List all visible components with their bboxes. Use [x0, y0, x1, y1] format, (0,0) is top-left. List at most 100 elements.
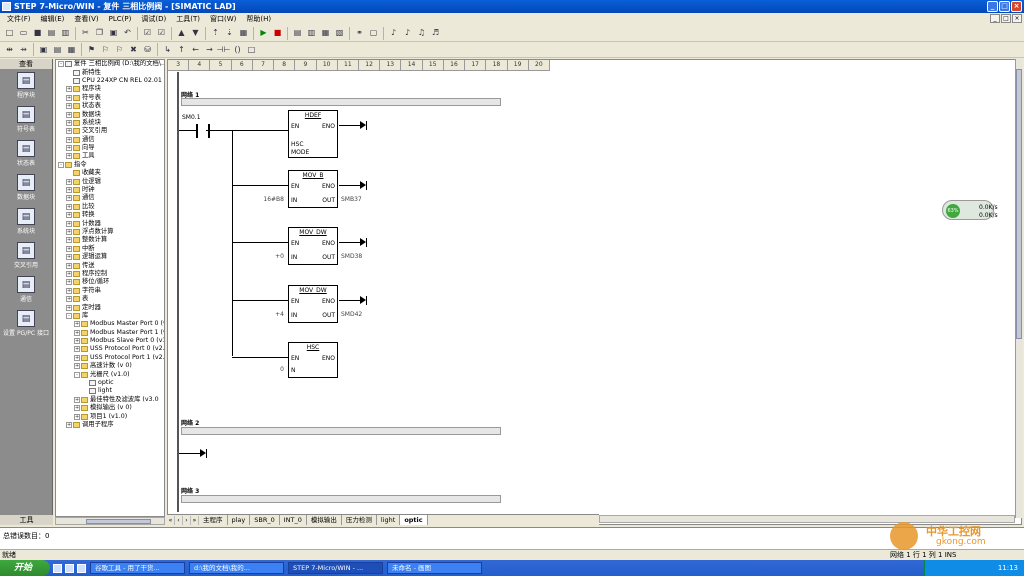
- tab-nav-icon[interactable]: »: [191, 515, 199, 525]
- tree-item[interactable]: +项目1 (v1.0): [56, 412, 164, 420]
- expand-icon[interactable]: +: [66, 254, 72, 261]
- tree-item[interactable]: +字符串: [56, 287, 164, 295]
- symbol-table-apply-icon[interactable]: ⛁: [144, 44, 151, 54]
- tree-item[interactable]: +最佳特性及滤波库 (v3.0: [56, 396, 164, 404]
- network-delete-icon[interactable]: ⇸: [20, 44, 27, 54]
- toggle-symbol-icon[interactable]: ▤: [53, 44, 62, 54]
- collapse-icon[interactable]: -: [58, 61, 64, 68]
- nav-item[interactable]: ▤系统块: [0, 206, 52, 239]
- line-up-icon[interactable]: ↑: [178, 44, 185, 54]
- expand-icon[interactable]: +: [66, 287, 72, 294]
- tab-nav-icon[interactable]: ›: [183, 515, 191, 525]
- network-2-title[interactable]: 网络 2: [181, 420, 200, 427]
- expand-icon[interactable]: +: [66, 86, 72, 93]
- input-operand[interactable]: +0: [275, 253, 284, 260]
- menu-item[interactable]: 查看(V): [74, 15, 99, 23]
- scrollbar-thumb[interactable]: [1016, 69, 1022, 339]
- tree-item[interactable]: +程序块: [56, 85, 164, 93]
- tree-item[interactable]: +逻辑运算: [56, 253, 164, 261]
- expand-icon[interactable]: +: [66, 195, 72, 202]
- network-speed-widget[interactable]: 63% 0.0K/s 0.0K/s: [942, 200, 998, 220]
- expand-icon[interactable]: +: [66, 94, 72, 101]
- editor-vertical-scrollbar[interactable]: [1015, 59, 1022, 518]
- menu-item[interactable]: 帮助(H): [246, 15, 272, 23]
- new-icon[interactable]: □: [5, 28, 14, 37]
- close-button[interactable]: ×: [1011, 1, 1022, 12]
- print-preview-icon[interactable]: ▥: [61, 28, 70, 37]
- tree-item[interactable]: +Modbus Master Port 0 (v1: [56, 320, 164, 328]
- taskbar-button[interactable]: d:\我的文档\我的...: [189, 562, 284, 574]
- start-button[interactable]: 开始: [0, 560, 50, 576]
- contact-icon[interactable]: ⊣⊢: [216, 44, 231, 54]
- pou-tab[interactable]: 模拟输出: [307, 515, 342, 525]
- options-icon[interactable]: ▦: [239, 28, 248, 37]
- taskbar-button[interactable]: 谷歌工具 - 用了干货...: [90, 562, 185, 574]
- editor-horizontal-scrollbar[interactable]: [599, 515, 1015, 523]
- tree-item[interactable]: +程序控制: [56, 270, 164, 278]
- undo-icon[interactable]: ↶: [124, 28, 131, 37]
- tree-item[interactable]: +转换: [56, 211, 164, 219]
- expand-icon[interactable]: +: [66, 145, 72, 152]
- bookmark-next-icon[interactable]: ⚐: [101, 44, 110, 54]
- clock[interactable]: 11:13: [997, 564, 1018, 572]
- expand-icon[interactable]: +: [66, 296, 72, 303]
- toggle-table-icon[interactable]: ▦: [67, 44, 76, 54]
- tree-item[interactable]: +工具: [56, 152, 164, 160]
- sm0-1-contact[interactable]: SM0.1: [182, 114, 218, 138]
- expand-icon[interactable]: +: [66, 270, 72, 277]
- expand-icon[interactable]: +: [74, 338, 80, 345]
- expand-icon[interactable]: +: [74, 413, 80, 420]
- minimize-button[interactable]: _: [987, 1, 998, 12]
- expand-icon[interactable]: +: [66, 421, 72, 428]
- sort-descending-icon[interactable]: ⇣: [226, 28, 233, 37]
- unforce-icon[interactable]: ♪: [404, 28, 411, 37]
- copy-icon[interactable]: ❐: [95, 28, 104, 37]
- output-operand[interactable]: SMB37: [341, 196, 362, 203]
- mdi-restore-button[interactable]: □: [1001, 14, 1011, 23]
- tree-item[interactable]: -库: [56, 312, 164, 320]
- bookmark-clear-icon[interactable]: ✖: [130, 44, 137, 54]
- scrollbar-thumb[interactable]: [86, 519, 151, 524]
- tree-item[interactable]: +计数器: [56, 219, 164, 227]
- nav-item[interactable]: ▤设置 PG/PC 接口: [0, 308, 52, 341]
- tree-item[interactable]: +向导: [56, 144, 164, 152]
- pou-tab[interactable]: 主程序: [199, 515, 228, 525]
- tree-item[interactable]: +通信: [56, 194, 164, 202]
- tree-item[interactable]: CPU 224XP CN REL 02.01: [56, 77, 164, 85]
- nav-item[interactable]: ▤状态表: [0, 138, 52, 171]
- compile-all-icon[interactable]: ☑: [157, 28, 166, 37]
- tree-item[interactable]: +交叉引用: [56, 127, 164, 135]
- network-2-comment[interactable]: [181, 427, 501, 435]
- expand-icon[interactable]: +: [66, 220, 72, 227]
- expand-icon[interactable]: +: [66, 178, 72, 185]
- pause-status-icon[interactable]: ▥: [307, 28, 316, 37]
- write-all-icon[interactable]: ▢: [369, 28, 378, 37]
- tree-item[interactable]: -指令: [56, 161, 164, 169]
- expand-icon[interactable]: +: [66, 212, 72, 219]
- quicklaunch-ie-icon[interactable]: [53, 563, 62, 573]
- maximize-button[interactable]: □: [999, 1, 1010, 12]
- expand-icon[interactable]: +: [66, 136, 72, 143]
- expand-icon[interactable]: +: [66, 229, 72, 235]
- expand-icon[interactable]: +: [74, 363, 80, 370]
- menu-item[interactable]: 编辑(E): [40, 15, 65, 23]
- expand-icon[interactable]: +: [66, 262, 72, 269]
- tree-item[interactable]: +通信: [56, 136, 164, 144]
- tree-item[interactable]: optic: [56, 379, 164, 387]
- tree-item[interactable]: +USS Protocol Port 0 (v2.3: [56, 345, 164, 353]
- tree-item[interactable]: +整数计算: [56, 236, 164, 244]
- expand-icon[interactable]: +: [66, 119, 72, 126]
- force-icon[interactable]: ♪: [390, 28, 397, 37]
- pou-tab[interactable]: INT_0: [280, 515, 307, 525]
- print-icon[interactable]: ▤: [47, 28, 56, 37]
- output-operand[interactable]: SMD38: [341, 253, 363, 260]
- program-status-icon[interactable]: ▤: [293, 28, 302, 37]
- nav-item[interactable]: ▤通信: [0, 274, 52, 307]
- expand-icon[interactable]: +: [74, 354, 80, 361]
- expand-icon[interactable]: +: [66, 111, 72, 118]
- nav-item[interactable]: ▤交叉引用: [0, 240, 52, 273]
